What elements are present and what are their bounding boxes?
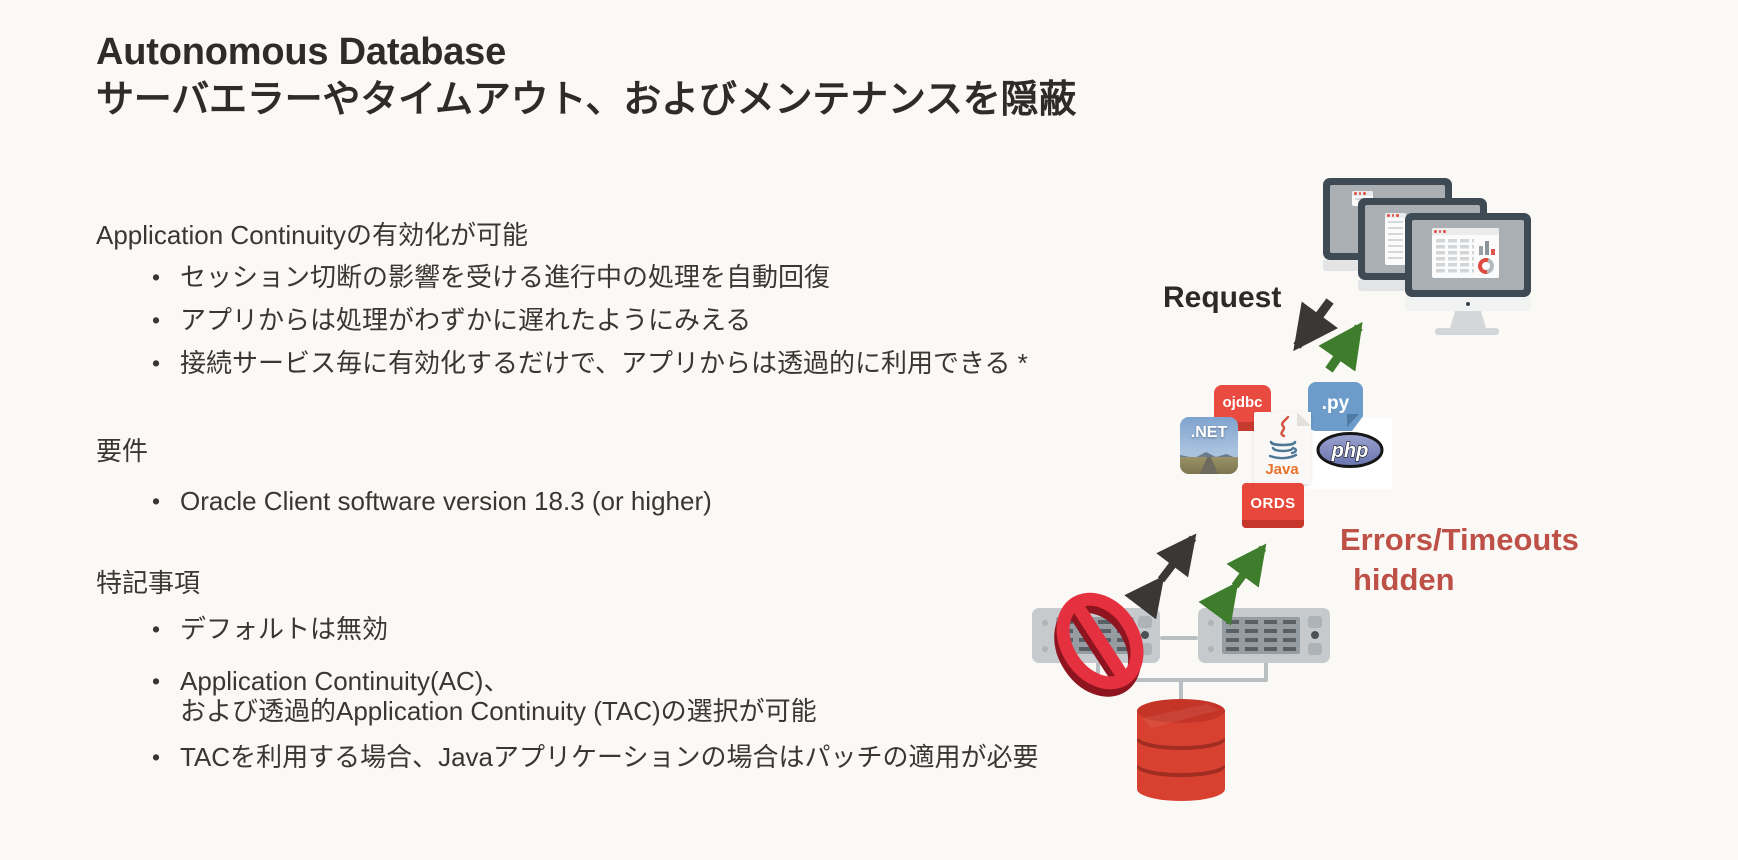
title-line-2: サーバエラーやタイムアウト、およびメンテナンスを隠蔽 bbox=[96, 79, 1077, 121]
bullet-item: Application Continuity(AC)、 bbox=[96, 664, 509, 698]
errors-label-line2: hidden bbox=[1353, 562, 1455, 597]
dashboard-bar bbox=[1485, 241, 1489, 255]
failed-connection-arrow-icon bbox=[1124, 533, 1197, 620]
errors-hidden-label: Errors/Timeouts hidden bbox=[1340, 520, 1579, 600]
bullet-item: 接続サービス毎に有効化するだけで、アプリからは透過的に利用できる * bbox=[96, 346, 1028, 380]
page-title: Autonomous Database サーバエラーやタイムアウト、およびメンテ… bbox=[96, 28, 1076, 124]
bullet-item: アプリからは処理がわずかに遅れたようにみえる bbox=[96, 303, 751, 337]
bullet-item: デフォルトは無効 bbox=[96, 612, 388, 646]
database-icon bbox=[1137, 699, 1225, 801]
section-heading: 要件 bbox=[96, 436, 149, 466]
bullet-item: Oracle Client software version 18.3 (or … bbox=[96, 484, 712, 518]
server-link-line bbox=[1160, 636, 1198, 640]
dashboard-bar bbox=[1491, 249, 1495, 255]
python-logo-icon: .py bbox=[1308, 382, 1363, 431]
section-heading: Application Continuityの有効化が可能 bbox=[96, 220, 529, 250]
dashboard-bar bbox=[1479, 246, 1483, 255]
response-arrow-icon bbox=[1318, 321, 1363, 373]
section-heading: 特記事項 bbox=[96, 568, 201, 598]
bullet-item: TACを利用する場合、Javaアプリケーションの場合はパッチの適用が必要 bbox=[96, 740, 1038, 774]
svg-text:php: php bbox=[1331, 440, 1369, 462]
server-node-active bbox=[1198, 608, 1330, 663]
bullet-item: セッション切断の影響を受ける進行中の処理を自動回復 bbox=[96, 260, 830, 294]
java-logo-icon: Java bbox=[1254, 412, 1311, 484]
ords-node: ORDS bbox=[1242, 483, 1304, 528]
right-server-stub bbox=[1264, 660, 1268, 680]
database-drop-line bbox=[1179, 680, 1183, 706]
dotnet-logo-icon: .NET bbox=[1180, 417, 1238, 474]
dashboard-table bbox=[1436, 239, 1474, 273]
title-line-1: Autonomous Database bbox=[96, 31, 507, 73]
server-node-failed bbox=[1032, 608, 1160, 663]
body-text: Application Continuityの有効化が可能 セッション切断の影響… bbox=[96, 0, 1038, 860]
php-logo-icon: php bbox=[1316, 432, 1384, 468]
svg-text:Java: Java bbox=[1265, 461, 1299, 478]
bullet-item-cont: および透過的Application Continuity (TAC)の選択が可能 bbox=[180, 696, 817, 726]
left-server-stub bbox=[1096, 660, 1100, 680]
errors-label-line1: Errors/Timeouts bbox=[1340, 522, 1579, 557]
dashboard-donut bbox=[1478, 258, 1494, 274]
ords-label: ORDS bbox=[1250, 495, 1296, 512]
active-connection-arrow-icon bbox=[1198, 543, 1267, 626]
request-label: Request bbox=[1163, 281, 1282, 314]
request-arrow-icon bbox=[1293, 298, 1339, 352]
